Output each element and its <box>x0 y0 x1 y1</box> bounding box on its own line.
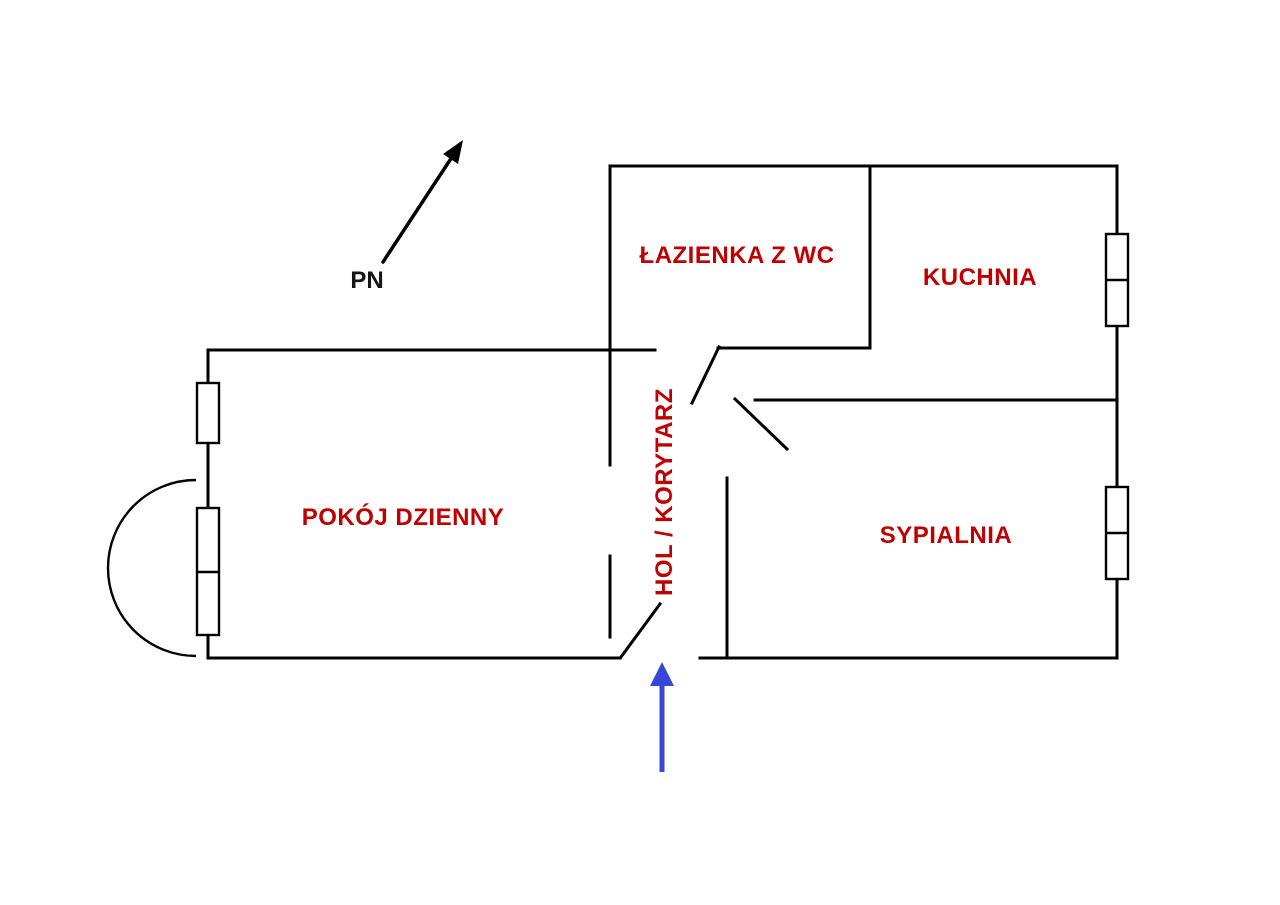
room-label-kitchen: KUCHNIA <box>923 264 1037 291</box>
room-label-hall: HOL / KORYTARZ <box>651 388 678 596</box>
north-arrow-line <box>381 155 454 264</box>
north-label: PN <box>350 267 383 294</box>
window-icon-living-room <box>195 381 221 445</box>
entrance-door-swing <box>618 601 663 660</box>
bathroom-door-swing <box>689 344 722 406</box>
entrance-arrow-head-icon <box>650 662 674 686</box>
bedroom-door-swing <box>732 396 790 452</box>
balcony-arc <box>106 478 197 658</box>
north-arrow-head-icon <box>443 140 463 164</box>
room-label-bathroom: ŁAZIENKA Z WC <box>640 242 835 269</box>
room-label-bedroom: SYPIALNIA <box>880 522 1013 549</box>
room-label-living-room: POKÓJ DZIENNY <box>302 503 505 531</box>
